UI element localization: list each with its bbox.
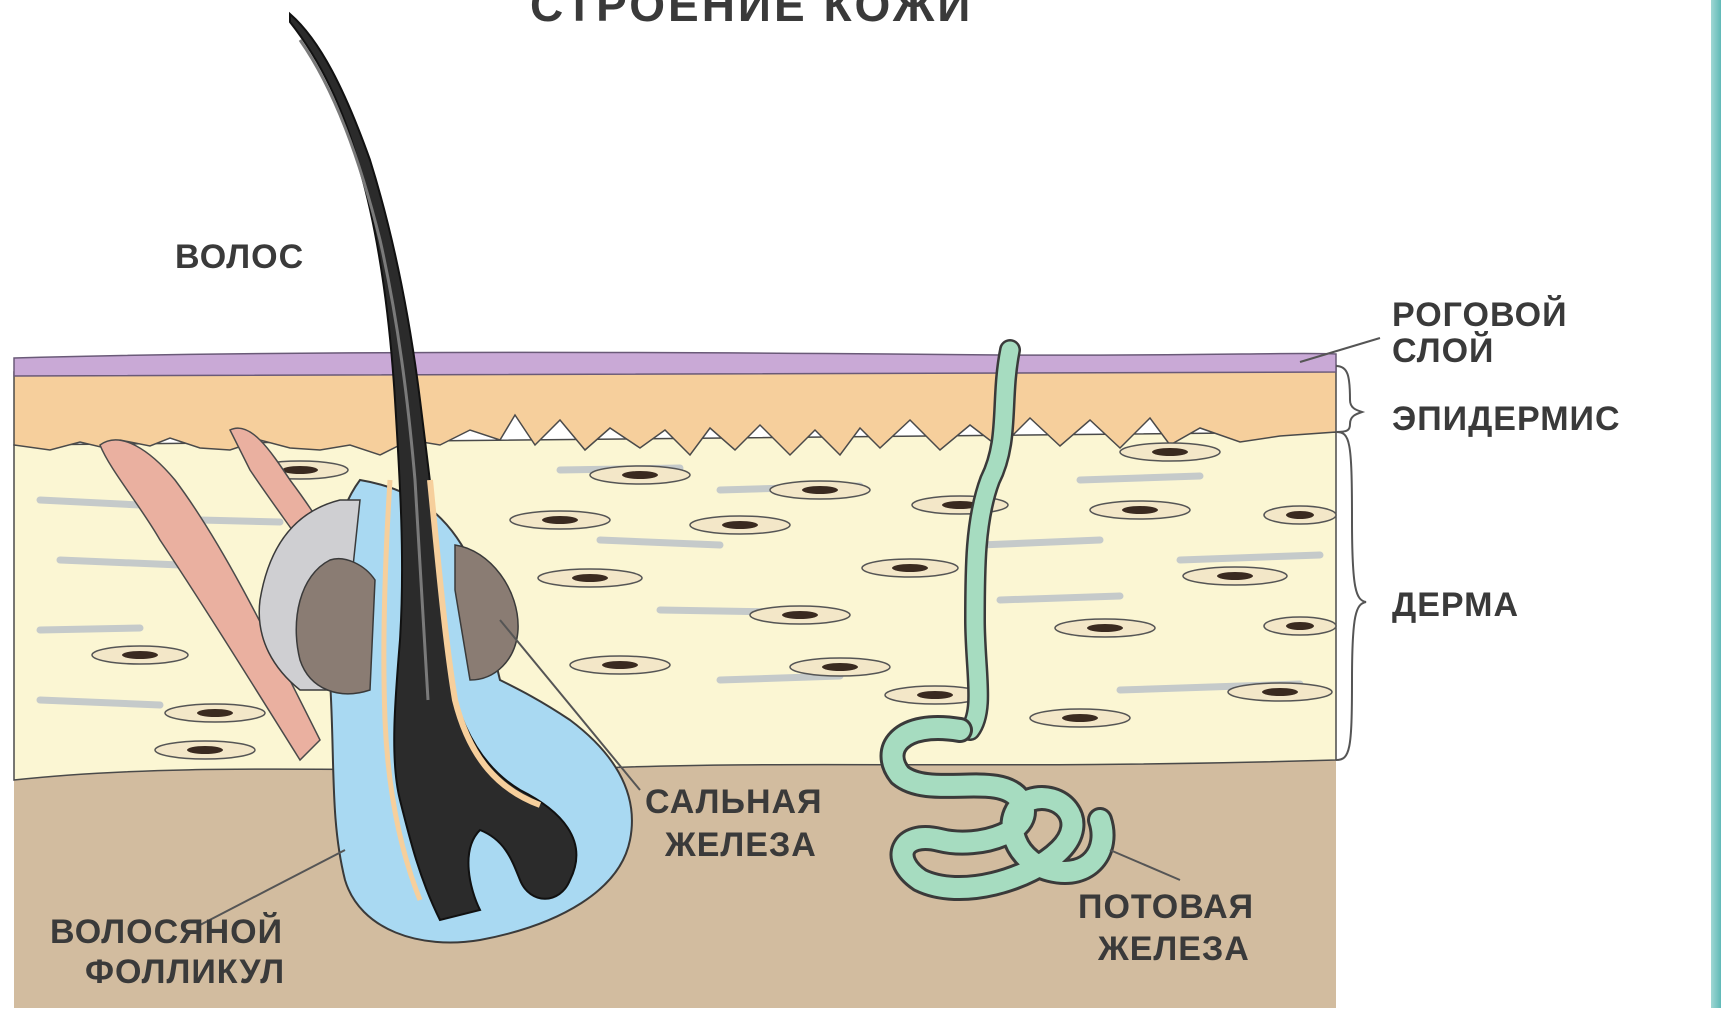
slide-frame-edge — [1711, 0, 1721, 1008]
label-stratum-corneum-line2: СЛОЙ — [1392, 334, 1494, 368]
stratum-corneum-layer — [14, 352, 1336, 376]
label-dermis: ДЕРМА — [1392, 588, 1519, 622]
label-hair-follicle-line1: ВОЛОСЯНОЙ — [50, 915, 283, 949]
diagram-title: СТРОЕНИЕ КОЖИ — [530, 0, 973, 28]
label-stratum-corneum-line1: РОГОВОЙ — [1392, 298, 1568, 332]
label-epidermis: ЭПИДЕРМИС — [1392, 402, 1621, 436]
label-sebaceous-gland-line2: ЖЕЛЕЗА — [665, 828, 817, 862]
dermis-bracket — [1336, 432, 1366, 760]
epidermis-bracket — [1336, 366, 1362, 432]
label-sweat-gland-line2: ЖЕЛЕЗА — [1098, 932, 1250, 966]
label-sweat-gland-line1: ПОТОВАЯ — [1078, 890, 1254, 924]
label-hair: ВОЛОС — [175, 240, 304, 274]
leader-stratum-corneum — [1300, 338, 1380, 362]
label-sebaceous-gland-line1: САЛЬНАЯ — [645, 785, 823, 819]
label-hair-follicle-line2: ФОЛЛИКУЛ — [85, 955, 285, 989]
